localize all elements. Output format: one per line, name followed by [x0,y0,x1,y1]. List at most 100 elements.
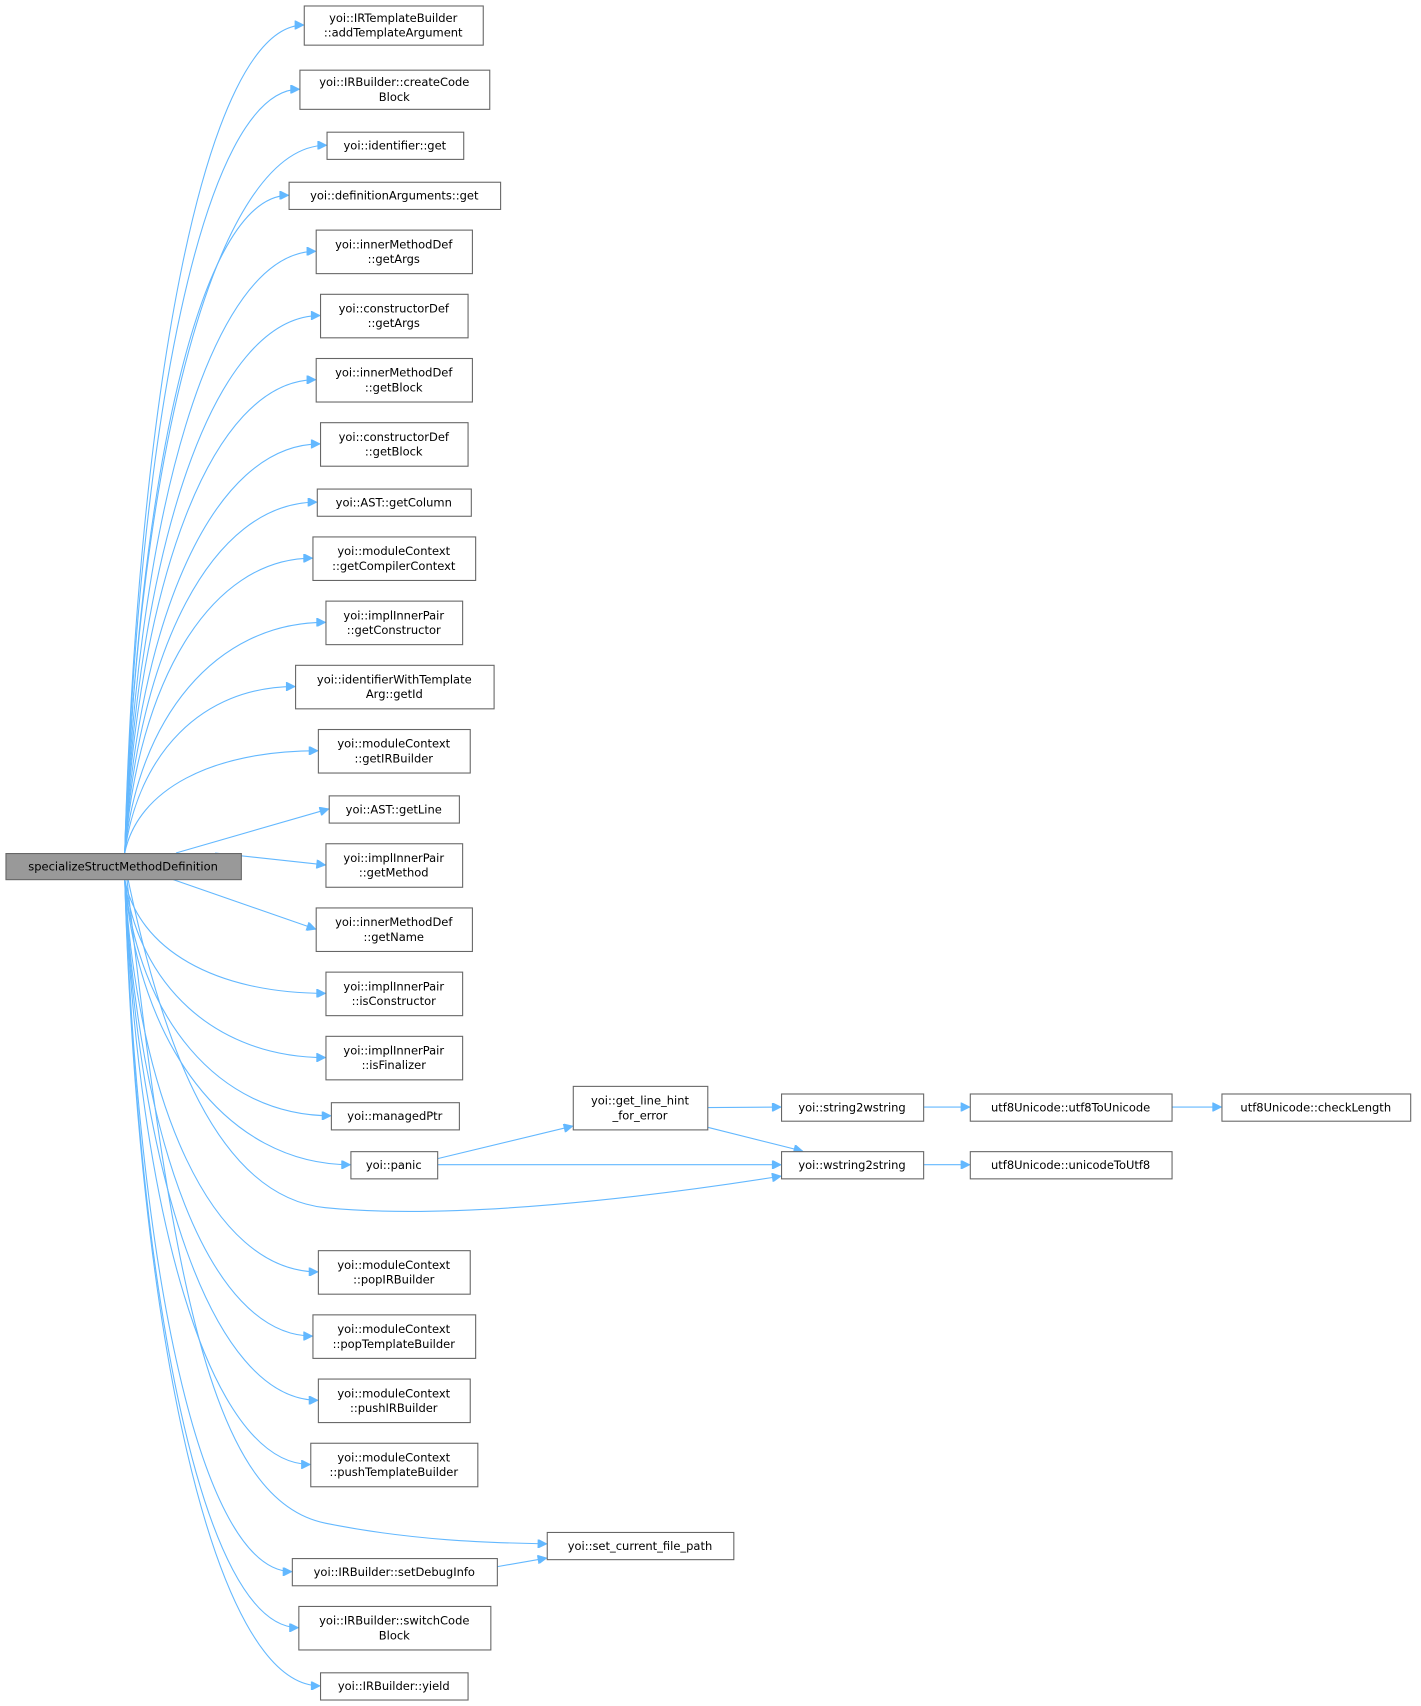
node-box [969,1151,1173,1180]
node-ctorGetBlock[interactable]: yoi::constructorDef::getBlock [319,422,469,467]
node-label: yoi::identifier::get [344,139,447,153]
node-label: yoi::IRBuilder::setDebugInfo [314,1565,475,1579]
edge-main-to-ctorGetBlock [124,444,320,854]
node-box [546,1531,735,1561]
edge-main-to-isConstructor [124,879,326,993]
node-checkLength[interactable]: utf8Unicode::checkLength [1221,1093,1412,1122]
node-label: ::getName [364,930,424,944]
node-wstring2string[interactable]: yoi::wstring2string [781,1151,925,1180]
node-getColumn[interactable]: yoi::AST::getColumn [316,488,472,517]
node-label: yoi::moduleContext [337,1258,450,1272]
node-innerGetBlock[interactable]: yoi::innerMethodDef::getBlock [315,357,473,403]
node-popTemplateBuilder[interactable]: yoi::moduleContext::popTemplateBuilder [312,1314,477,1359]
node-box [303,5,484,46]
node-identifierGet[interactable]: yoi::identifier::get [326,131,465,160]
node-getLineHint[interactable]: yoi::get_line_hint_for_error [572,1085,709,1131]
node-label: specializeStructMethodDefinition [28,859,218,873]
node-addTemplateArgument[interactable]: yoi::IRTemplateBuilder::addTemplateArgum… [303,5,484,46]
node-label: yoi::get_line_hint [591,1094,690,1108]
node-label: yoi::IRBuilder::createCode [319,75,469,89]
edge-main-to-innerGetBlock [124,380,316,854]
node-managedPtr[interactable]: yoi::managedPtr [330,1102,460,1131]
node-box [325,600,464,646]
edge-main-to-getName [171,878,316,929]
node-label: utf8Unicode::unicodeToUtf8 [991,1158,1150,1172]
node-label: yoi::moduleContext [337,1386,450,1400]
edge-main-to-getConstructor [124,622,326,854]
node-label: ::getArgs [368,252,420,266]
edge-main-to-managedPtr [124,879,331,1116]
node-innerGetArgs[interactable]: yoi::innerMethodDef::getArgs [315,229,473,275]
node-box [781,1093,925,1122]
node-definitionArgumentsGet[interactable]: yoi::definitionArguments::get [288,181,502,210]
node-label: yoi::moduleContext [337,737,450,751]
node-getCompilerContext[interactable]: yoi::moduleContext::getCompilerContext [312,536,477,581]
edge-main-to-definitionArgumentsGet [124,195,289,854]
edge-main-to-getLine [175,809,329,854]
node-box [295,664,495,710]
node-label: ::getBlock [365,380,423,394]
node-label: utf8Unicode::utf8ToUnicode [991,1100,1150,1114]
node-label: ::popIRBuilder [353,1273,435,1287]
node-label: ::isFinalizer [362,1058,427,1072]
node-box [319,1672,469,1701]
node-label: yoi::constructorDef [339,430,450,444]
node-box [312,1314,477,1359]
nodes: specializeStructMethodDefinition yoi::IRT… [5,5,1412,1701]
edge-main-to-setCurrentFilePath [126,879,547,1544]
edge-main-to-createCodeBlock [124,89,300,854]
edge-getLineHint-to-wstring2string [707,1126,802,1151]
node-box [298,1605,492,1651]
edge-main-to-pushTemplateBuilder [124,879,310,1464]
node-box [325,971,464,1017]
node-label: Arg::getId [366,687,423,701]
node-string2wstring[interactable]: yoi::string2wstring [781,1093,925,1122]
node-setDebugInfo[interactable]: yoi::IRBuilder::setDebugInfo [291,1558,498,1587]
node-box [310,1442,479,1488]
node-box [312,536,477,581]
node-label: yoi::moduleContext [337,1450,450,1464]
node-label: yoi::string2wstring [798,1100,905,1114]
node-popIRBuilder[interactable]: yoi::moduleContext::popIRBuilder [317,1250,471,1295]
node-utf8ToUnicode[interactable]: utf8Unicode::utf8ToUnicode [969,1093,1173,1122]
node-panic[interactable]: yoi::panic [350,1151,439,1180]
node-box [319,422,469,467]
node-label: yoi::IRBuilder::switchCode [319,1614,469,1628]
node-pushIRBuilder[interactable]: yoi::moduleContext::pushIRBuilder [317,1378,471,1424]
node-yield[interactable]: yoi::IRBuilder::yield [319,1672,469,1701]
node-setCurrentFilePath[interactable]: yoi::set_current_file_path [546,1531,735,1561]
node-getConstructor[interactable]: yoi::implInnerPair::getConstructor [325,600,464,646]
node-box [572,1085,709,1131]
node-isFinalizer[interactable]: yoi::implInnerPair::isFinalizer [325,1035,464,1081]
node-label: ::pushTemplateBuilder [329,1465,458,1479]
node-label: yoi::wstring2string [798,1158,905,1172]
node-getName[interactable]: yoi::innerMethodDef::getName [315,907,473,953]
root-node[interactable]: specializeStructMethodDefinition [5,853,242,881]
node-label: ::getIRBuilder [354,751,433,765]
node-getLine[interactable]: yoi::AST::getLine [328,795,460,824]
node-label: ::isConstructor [352,994,437,1008]
node-pushTemplateBuilder[interactable]: yoi::moduleContext::pushTemplateBuilder [310,1442,479,1488]
node-getIRBuilder[interactable]: yoi::moduleContext::getIRBuilder [317,728,471,774]
node-box [288,181,502,210]
node-unicodeToUtf8[interactable]: utf8Unicode::unicodeToUtf8 [969,1151,1173,1180]
node-ctorGetArgs[interactable]: yoi::constructorDef::getArgs [319,293,469,339]
edge-getLineHint-to-string2wstring [707,1107,781,1108]
node-label: yoi::identifierWithTemplate [317,673,472,687]
node-box [317,1378,471,1424]
node-label: yoi::innerMethodDef [335,915,453,929]
node-label: yoi::AST::getColumn [336,495,452,509]
edge-main-to-yield [124,879,320,1686]
node-box [299,69,491,110]
edge-main-to-getCompilerContext [124,558,313,854]
edge-panic-to-getLineHint [437,1126,573,1160]
edge-main-to-popIRBuilder [124,879,318,1272]
node-getMethod[interactable]: yoi::implInnerPair::getMethod [325,843,464,888]
node-label: yoi::moduleContext [337,544,450,558]
node-box [326,131,465,160]
node-isConstructor[interactable]: yoi::implInnerPair::isConstructor [325,971,464,1017]
node-box [325,1035,464,1081]
